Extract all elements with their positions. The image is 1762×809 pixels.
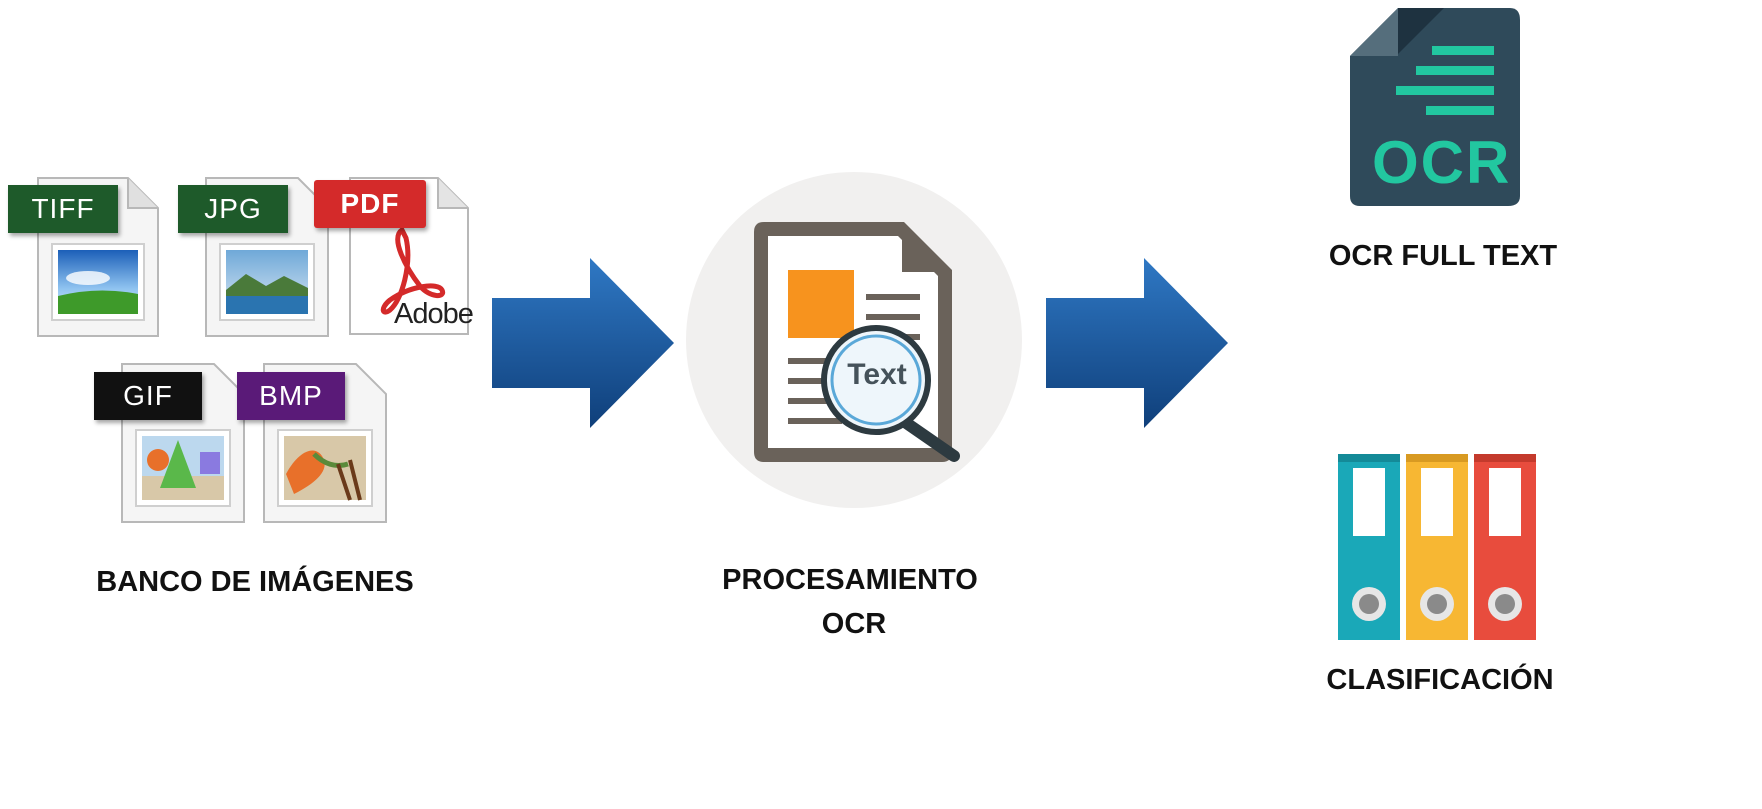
bmp-badge: BMP (237, 372, 345, 420)
image-bank: TIFF JPG Adobe PDF (0, 0, 520, 598)
full-text-caption: OCR FULL TEXT (1328, 240, 1558, 272)
classification-caption: CLASIFICACIÓN (1326, 664, 1554, 696)
document-scan-icon (752, 220, 962, 464)
pdf-badge: PDF (314, 180, 426, 228)
processing-caption: PROCESAMIENTO OCR (700, 558, 1000, 646)
binders-icon (1336, 454, 1538, 640)
output-arrow-right-icon (1046, 258, 1228, 428)
gif-badge: GIF (94, 372, 202, 420)
flow-arrow-right-icon (492, 258, 674, 428)
processing-caption-line2: OCR (821, 608, 887, 640)
magnifier-text-label: Text (847, 358, 907, 391)
ocr-icon-text: OCR (1372, 129, 1512, 196)
image-bank-caption: BANCO DE IMÁGENES (96, 566, 414, 598)
tiff-badge: TIFF (8, 185, 118, 233)
pdf-brand-label: Adobe (394, 298, 474, 330)
jpg-badge: JPG (178, 185, 288, 233)
processing-caption-line1: PROCESAMIENTO (722, 564, 978, 596)
ocr-document-icon (1348, 8, 1522, 208)
